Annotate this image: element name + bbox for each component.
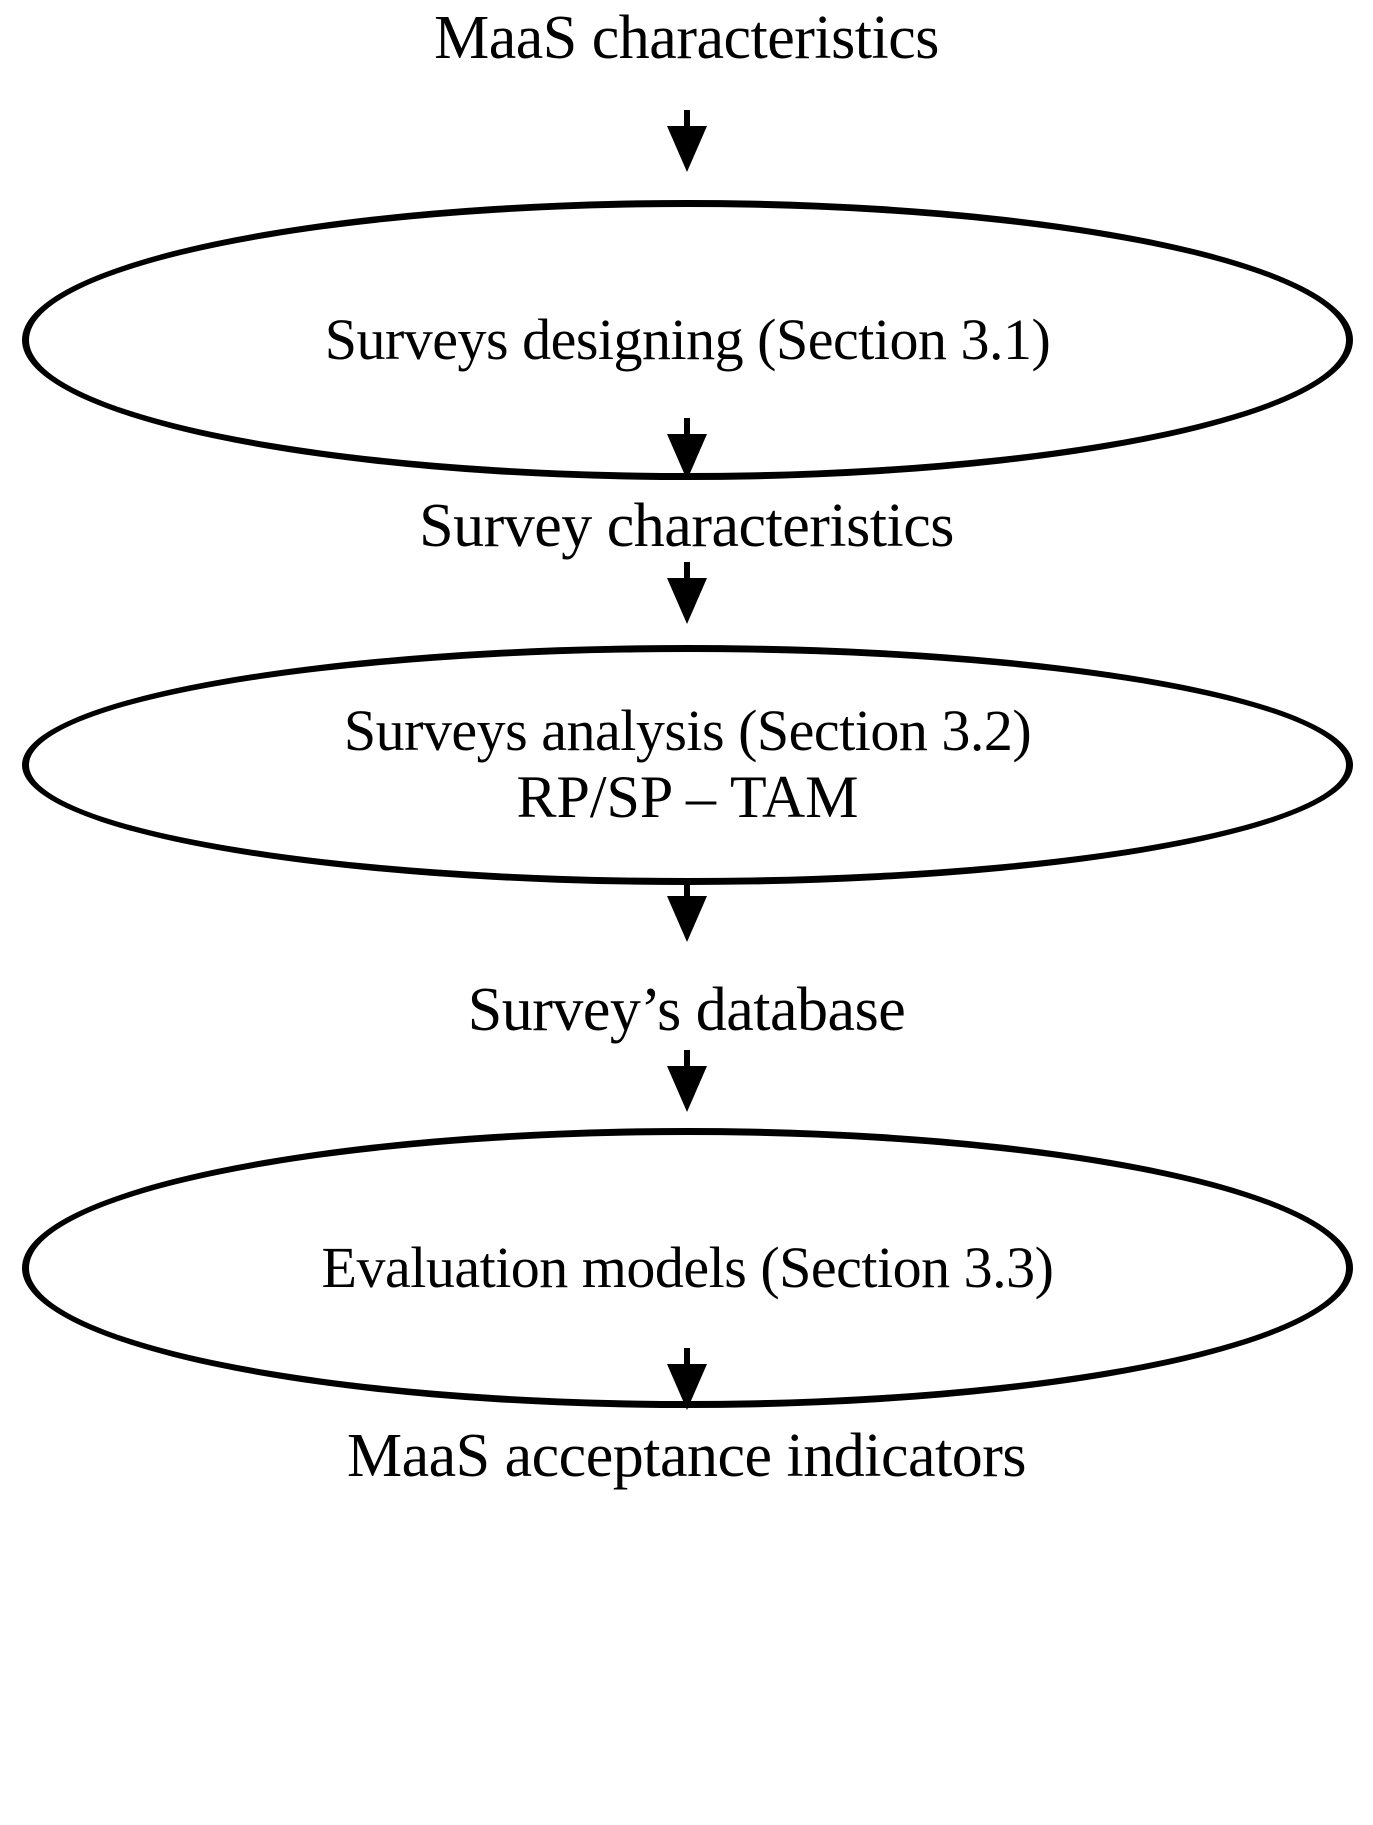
arrow-survey-characteristics-to-surveys-analysis	[666, 562, 707, 624]
arrow-shaft	[683, 418, 690, 442]
arrow-survey-database-to-evaluation-models	[666, 1050, 707, 1112]
flow-node-surveys-analysis-sublabel: RP/SP – TAM	[516, 763, 859, 830]
arrow-head-icon	[666, 896, 707, 942]
flow-node-surveys-designing-label: Surveys designing (Section 3.1)	[324, 306, 1051, 372]
flow-node-survey-characteristics: Survey characteristics	[419, 492, 954, 560]
arrow-head-icon	[666, 578, 707, 624]
arrow-shaft	[683, 1348, 690, 1372]
arrow-shaft	[683, 880, 690, 908]
flow-node-maas-characteristics: MaaS characteristics	[434, 4, 939, 72]
flow-node-surveys-analysis[interactable]: Surveys analysis (Section 3.2) RP/SP – T…	[22, 645, 1353, 885]
arrow-surveys-analysis-to-survey-database	[666, 880, 707, 942]
flow-node-survey-database: Survey’s database	[467, 976, 906, 1044]
flow-node-evaluation-models-label: Evaluation models (Section 3.3)	[321, 1234, 1054, 1300]
arrow-shaft	[683, 562, 690, 590]
flow-node-surveys-analysis-label: Surveys analysis (Section 3.2)	[343, 697, 1032, 763]
arrow-shaft	[683, 1050, 690, 1076]
arrow-head-icon	[666, 434, 707, 480]
arrow-maas-to-surveys-designing	[666, 110, 707, 172]
arrow-head-icon	[666, 126, 707, 172]
arrow-head-icon	[666, 1066, 707, 1112]
arrow-surveys-designing-to-survey-characteristics	[666, 418, 707, 480]
arrow-shaft	[683, 110, 690, 140]
flow-node-maas-acceptance-indicators: MaaS acceptance indicators	[347, 1422, 1027, 1490]
arrow-head-icon	[666, 1364, 707, 1410]
arrow-evaluation-models-to-maas-acceptance	[666, 1348, 707, 1410]
